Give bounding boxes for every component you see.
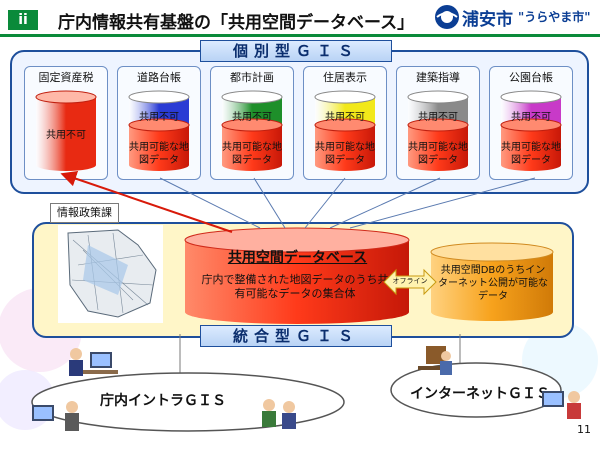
- non-shareable-label: 共用不可: [232, 112, 272, 123]
- db-description: 庁内で整備された地図データのうち共有可能なデータの集合体: [201, 273, 389, 300]
- db-title: 共用空間データベース: [227, 250, 368, 266]
- non-shareable-label: 共用不可: [511, 112, 551, 123]
- header-bar: [0, 0, 600, 36]
- database-cylinder-icon: [407, 90, 469, 171]
- database-cylinder-icon: [128, 90, 190, 171]
- city-name: 浦安市: [462, 10, 513, 30]
- section-label-johoseisaku: 情報政策課: [50, 203, 119, 223]
- database-cylinder-icon: [35, 90, 97, 171]
- offline-label: オフライン: [392, 277, 428, 285]
- department-box: 建築指導共用不可共用可能な地図データ: [396, 66, 480, 180]
- internet-ellipse: [390, 362, 562, 418]
- database-cylinder-icon: [221, 90, 283, 171]
- shareable-map-data-label: 共用可能な地図データ: [408, 142, 468, 166]
- city-motto: "うらやま市": [518, 10, 591, 24]
- department-label: 公園台帳: [509, 71, 553, 84]
- department-label: 住居表示: [323, 71, 367, 84]
- shared-spatial-database-cylinder: [184, 227, 410, 324]
- department-box: 都市計画共用不可共用可能な地図データ: [210, 66, 294, 180]
- section-number: ii: [8, 10, 38, 30]
- office-workers-icon: [262, 399, 296, 429]
- offline-double-arrow: [383, 268, 437, 296]
- shareable-map-data-label: 共用可能な地図データ: [129, 142, 189, 166]
- urayasu-map-image: [58, 225, 163, 323]
- department-label: 固定資産税: [38, 71, 94, 84]
- kobetsu-gis-banner: 個別型ＧＩＳ: [200, 40, 392, 62]
- shareable-map-data-label: 共用可能な地図データ: [315, 142, 375, 166]
- department-box: 道路台帳共用不可共用可能な地図データ: [117, 66, 201, 180]
- city-logo-icon: [435, 5, 459, 29]
- non-shareable-label: 共用不可: [325, 112, 365, 123]
- home-computer-user-icon: [542, 391, 581, 419]
- header-underline: [0, 34, 600, 37]
- non-shareable-label: 共用不可: [418, 112, 458, 123]
- non-shareable-label: 共用不可: [139, 112, 179, 123]
- department-label: 道路台帳: [137, 71, 181, 84]
- page-number: 11: [577, 423, 591, 436]
- shareable-map-data-label: 共用可能な地図データ: [222, 142, 282, 166]
- database-cylinder-icon: [314, 90, 376, 171]
- department-box: 固定資産税共用不可: [24, 66, 108, 180]
- home-computer-user-icon: [418, 346, 452, 375]
- office-worker-icon: [69, 348, 118, 376]
- internet-gis-label: インターネットＧＩＳ: [410, 386, 550, 402]
- department-box: 公園台帳共用不可共用可能な地図データ: [489, 66, 573, 180]
- department-label: 都市計画: [230, 71, 274, 84]
- page-title: 庁内情報共有基盤の「共用空間データベース」: [58, 13, 415, 33]
- department-label: 建築指導: [416, 71, 460, 84]
- database-cylinder-icon: [500, 90, 562, 171]
- tougou-gis-banner: 統合型ＧＩＳ: [200, 325, 392, 347]
- department-box: 住居表示共用不可共用可能な地図データ: [303, 66, 387, 180]
- shareable-map-data-label: 共用可能な地図データ: [501, 142, 561, 166]
- non-shareable-label: 共用不可: [46, 130, 86, 141]
- intranet-gis-label: 庁内イントラＧＩＳ: [100, 393, 226, 409]
- office-worker-icon: [32, 401, 79, 431]
- internet-db-description: 共用空間DBのうちインターネット公開が可能なデータ: [438, 265, 548, 302]
- internet-database-cylinder: [430, 242, 554, 321]
